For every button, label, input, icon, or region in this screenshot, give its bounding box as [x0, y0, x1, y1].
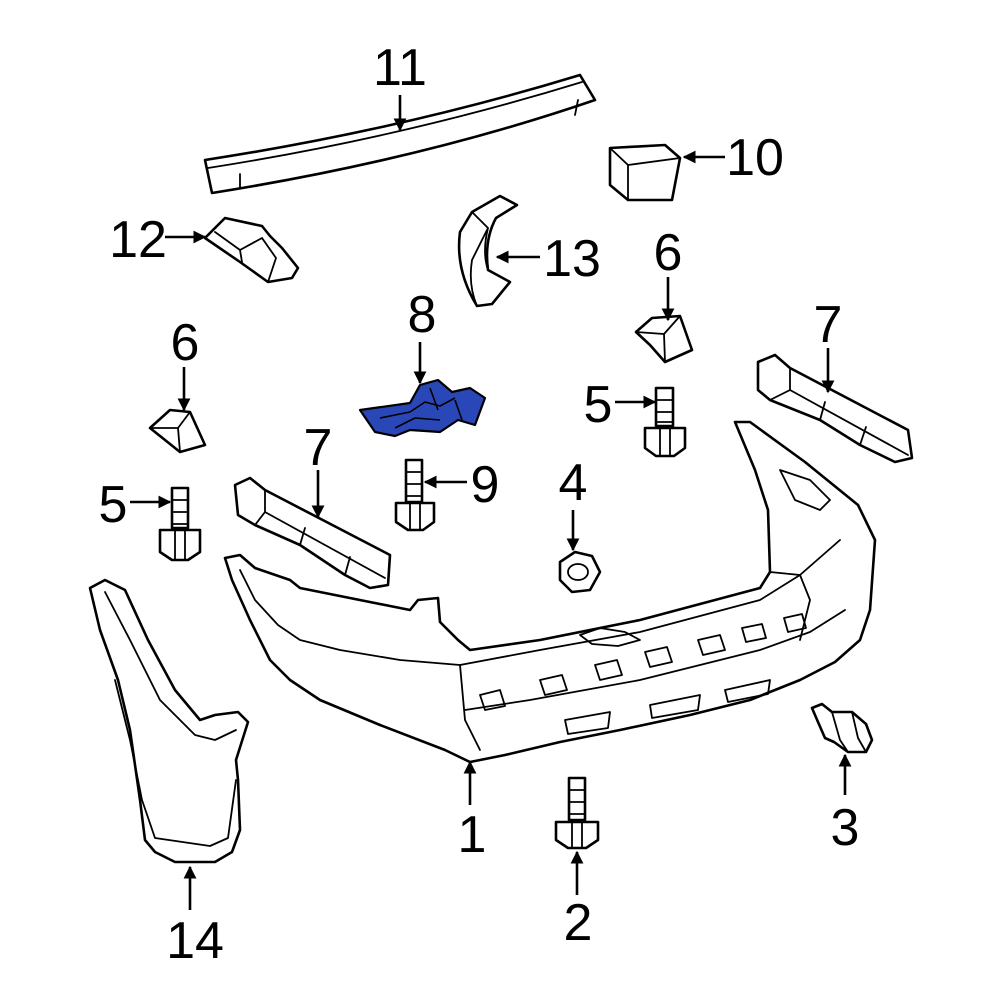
callout-6-right: 6 [654, 224, 683, 282]
clip-part-3[interactable] [810, 702, 874, 754]
bolt-part-5-right[interactable] [643, 386, 687, 458]
callout-10: 10 [726, 129, 784, 187]
support-part-7-right[interactable] [756, 353, 914, 464]
reinforcement-bar-part[interactable] [203, 73, 597, 195]
bolt-part-9[interactable] [394, 458, 436, 532]
support-part-7-left[interactable] [233, 476, 392, 590]
bolt-part-5-left[interactable] [158, 486, 202, 562]
bumper-cover-part-1[interactable] [223, 420, 877, 764]
leader-arrows [130, 95, 852, 910]
bracket-part-6-right[interactable] [634, 314, 694, 364]
nut-part-4[interactable] [558, 550, 602, 594]
callout-7-right: 7 [814, 296, 843, 354]
callout-5-left: 5 [99, 476, 128, 534]
energy-absorber-part-13[interactable] [457, 194, 519, 308]
callout-13: 13 [543, 230, 601, 288]
callout-12: 12 [109, 211, 167, 269]
callout-3: 3 [831, 799, 860, 857]
callout-7-left: 7 [304, 419, 333, 477]
bracket-part-10[interactable] [608, 143, 682, 202]
mud-guard-part-14[interactable] [88, 578, 250, 864]
callout-11: 11 [373, 39, 427, 97]
callout-labels: 11 10 12 13 6 6 8 7 7 5 5 9 4 1 2 3 14 [99, 39, 860, 970]
callout-2: 2 [564, 894, 593, 952]
callout-8: 8 [408, 286, 437, 344]
callout-5-right: 5 [584, 376, 613, 434]
bracket-part-6-left[interactable] [148, 408, 207, 454]
callout-6-left: 6 [171, 314, 200, 372]
bolt-part-2[interactable] [554, 776, 600, 850]
bracket-part-12[interactable] [203, 216, 300, 284]
callout-4: 4 [559, 454, 588, 512]
callout-1: 1 [458, 806, 487, 864]
callout-14: 14 [166, 912, 224, 970]
highlighted-bracket-part-8[interactable] [358, 378, 487, 438]
callout-9: 9 [471, 456, 500, 514]
